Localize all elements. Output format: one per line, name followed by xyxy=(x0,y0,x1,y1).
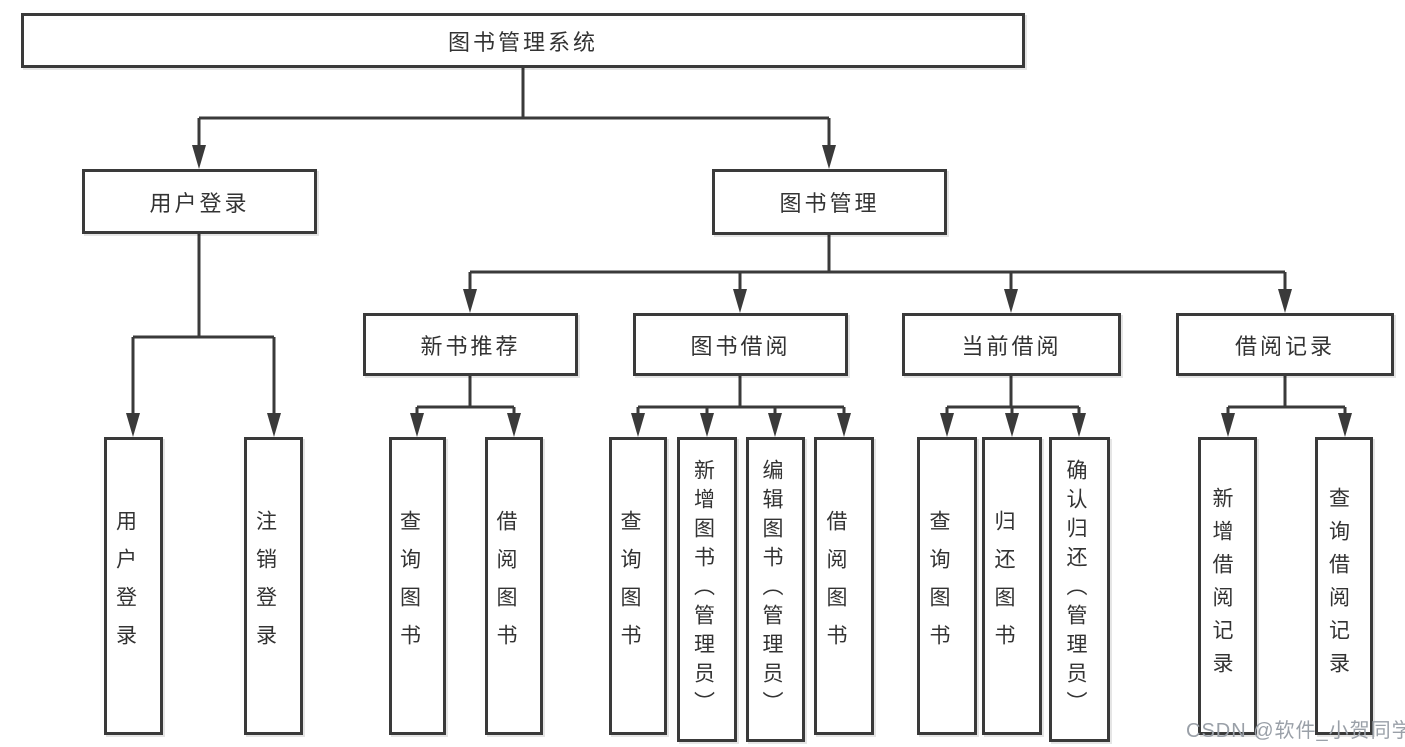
node-borrowing-records: 借阅记录 xyxy=(1176,313,1394,376)
csdn-watermark: CSDN @软件_小贺同学 xyxy=(1186,720,1405,742)
node-current-borrowing: 当前借阅 xyxy=(902,313,1121,376)
leaf-logout: 注销登录 xyxy=(244,437,303,735)
leaf-query-books-recommendation: 查询图书 xyxy=(389,437,446,735)
connector-currentborrow-to-leaves xyxy=(940,376,1086,437)
connector-bookmgmt-to-level3 xyxy=(463,234,1292,313)
node-book-borrowing: 图书借阅 xyxy=(633,313,848,376)
node-user-login: 用户登录 xyxy=(82,169,317,234)
leaf-user-login: 用户登录 xyxy=(104,437,163,735)
leaf-edit-books-admin: 编辑图书（管理员） xyxy=(746,437,805,742)
node-root-library-management-system: 图书管理系统 xyxy=(21,13,1025,68)
leaf-confirm-return-admin: 确认归还（管理员） xyxy=(1049,437,1110,742)
leaf-borrow-books-recommendation: 借阅图书 xyxy=(485,437,543,735)
connector-bookborrow-to-leaves xyxy=(631,376,851,437)
node-new-book-recommendation: 新书推荐 xyxy=(363,313,578,376)
node-book-management: 图书管理 xyxy=(712,169,947,235)
connector-root-to-level2 xyxy=(192,68,836,169)
connector-newbookrec-to-leaves xyxy=(410,376,521,437)
leaf-borrow-books-borrowing: 借阅图书 xyxy=(814,437,874,735)
leaf-query-books-borrowing: 查询图书 xyxy=(609,437,667,735)
leaf-add-books-admin: 新增图书（管理员） xyxy=(677,437,737,742)
leaf-query-books-current: 查询图书 xyxy=(917,437,977,735)
connector-userlogin-to-leaves xyxy=(126,233,281,437)
leaf-add-borrow-record: 新增借阅记录 xyxy=(1198,437,1257,735)
leaf-query-borrow-record: 查询借阅记录 xyxy=(1315,437,1373,735)
leaf-return-books: 归还图书 xyxy=(982,437,1042,735)
connector-borrowrecords-to-leaves xyxy=(1221,376,1352,437)
